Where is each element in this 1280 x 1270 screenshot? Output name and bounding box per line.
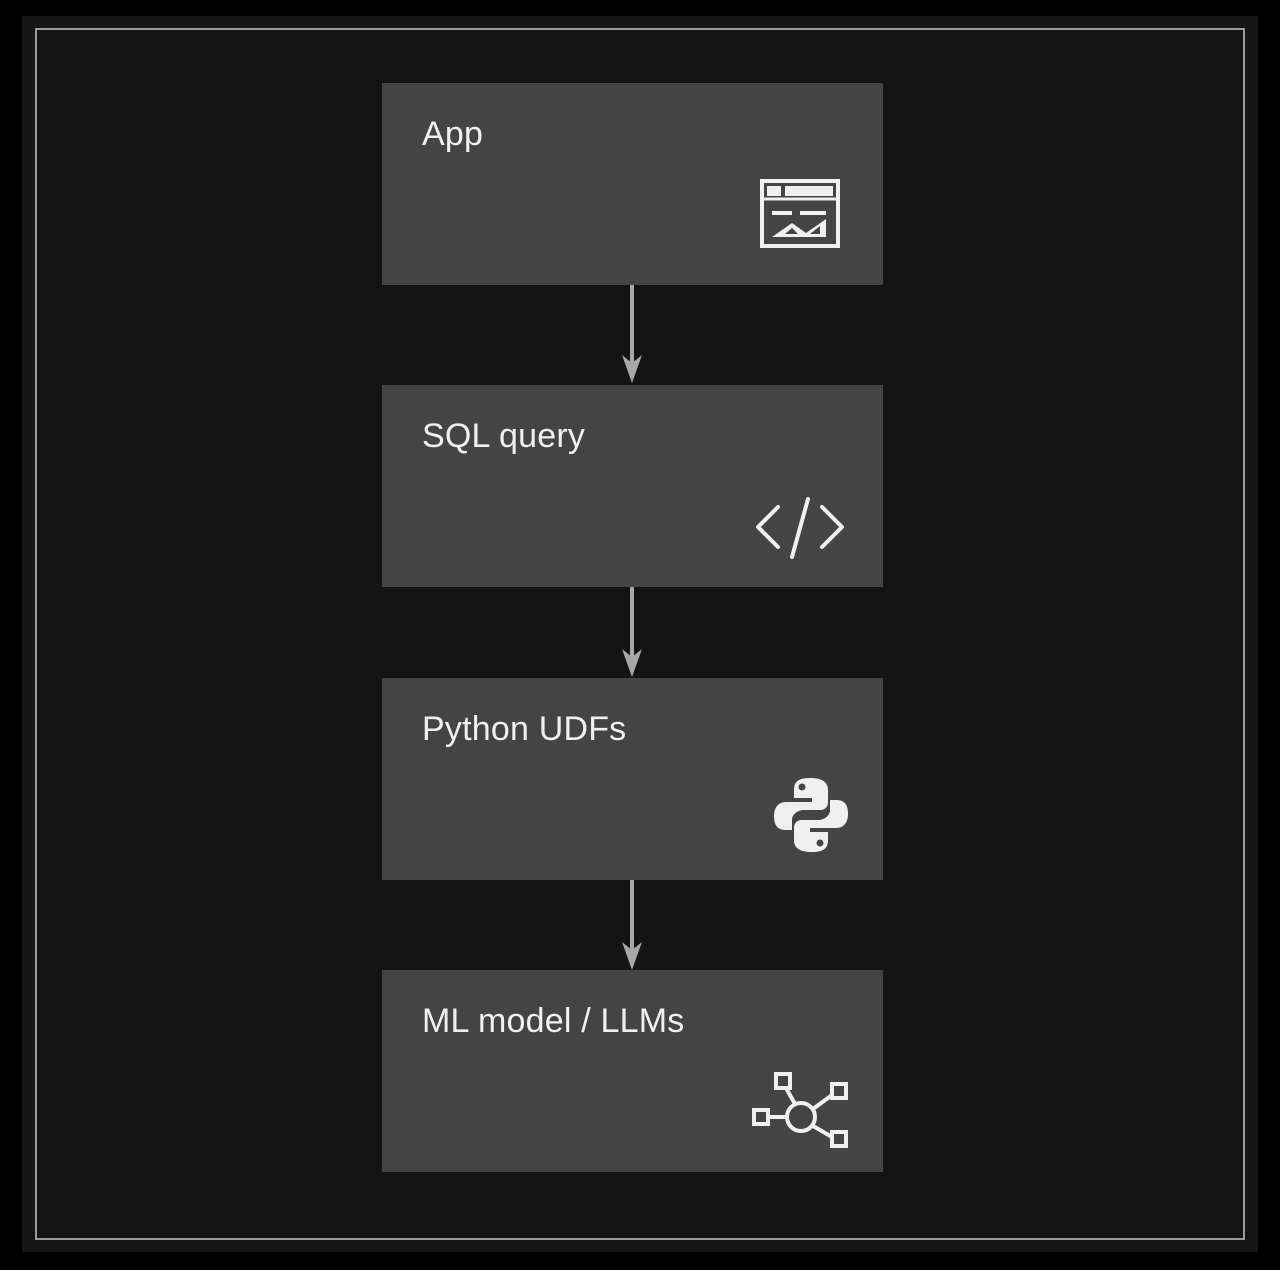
node-app: App (382, 83, 883, 285)
node-python-udfs: Python UDFs (382, 678, 883, 880)
node-sql-query: SQL query (382, 385, 883, 587)
node-label: Python UDFs (422, 710, 627, 748)
node-label: ML model / LLMs (422, 1002, 685, 1040)
network-icon (750, 1070, 850, 1157)
python-icon (772, 776, 850, 859)
node-label: App (422, 115, 484, 153)
app-window-icon (760, 179, 840, 254)
code-icon (752, 495, 848, 566)
node-label: SQL query (422, 417, 586, 455)
node-ml-model-llms: ML model / LLMs (382, 970, 883, 1172)
arrow-python-to-ml (620, 880, 644, 972)
arrow-app-to-sql (620, 285, 644, 385)
arrow-sql-to-python (620, 587, 644, 679)
